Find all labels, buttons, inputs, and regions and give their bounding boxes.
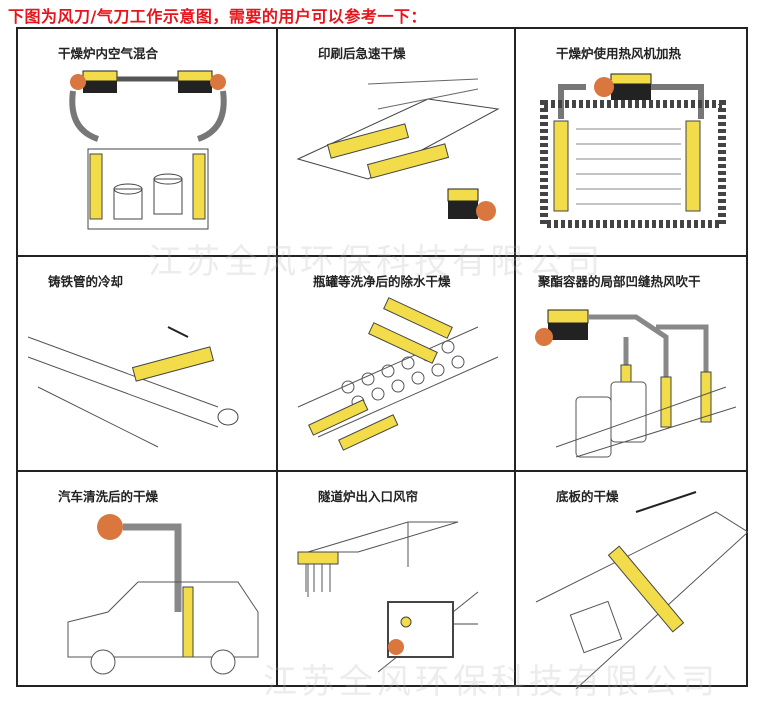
panel-caption: 聚酯容器的局部凹缝热风吹干 [538,274,701,289]
panel-caption: 汽车清洗后的干燥 [58,489,159,504]
panel-container-drying: 聚酯容器的局部凹缝热风吹干 [516,257,748,470]
panel-print-drying: 印刷后急速干燥 [278,29,514,255]
page-title: 下图为风刀/气刀工作示意图，需要的用户可以参考一下： [8,7,427,26]
tunnel-air-curtain-illustration [297,521,479,673]
panel-bottle-drying: 瓶罐等洗净后的除水干燥 [278,257,514,470]
divider [18,255,746,257]
panel-caption: 隧道炉出入口风帘 [318,489,419,504]
panel-caption: 铸铁管的冷却 [48,274,124,289]
panel-board-drying: 底板的干燥 [516,472,748,689]
bottle-drying-illustration [297,297,499,451]
panel-caption: 干燥炉使用热风机加热 [556,46,682,61]
car-drying-illustration [67,514,259,675]
panel-oven-hot-air: 干燥炉使用热风机加热 [516,29,748,255]
pipe-cooling-illustration [27,326,239,448]
panel-tunnel-air-curtain: 隧道炉出入口风帘 [278,472,514,689]
panel-caption: 印刷后急速干燥 [318,46,406,61]
container-drying-illustration [535,309,737,458]
panel-pipe-cooling: 铸铁管的冷却 [18,257,276,470]
panel-caption: 瓶罐等洗净后的除水干燥 [313,274,451,289]
panel-caption: 底板的干燥 [556,489,619,504]
divider [276,29,278,685]
watermark: 江苏全风环保科技有限公司 [263,662,719,702]
panel-car-drying: 汽车清洗后的干燥 [18,472,276,689]
oven-air-mixing-illustration [69,70,227,230]
board-drying-illustration [535,491,748,689]
divider [514,29,516,685]
oven-hot-air-illustration [540,73,726,228]
print-drying-illustration [296,78,500,221]
panel-oven-air-mixing: 干燥炉内空气混合 [18,29,276,255]
panel-caption: 干燥炉内空气混合 [58,46,159,61]
diagram-grid: 干燥炉内空气混合 印刷后急速干燥 干燥炉使用热风机加热 [16,27,748,702]
divider [18,470,746,472]
watermark: 江苏全风环保科技有限公司 [148,242,604,282]
